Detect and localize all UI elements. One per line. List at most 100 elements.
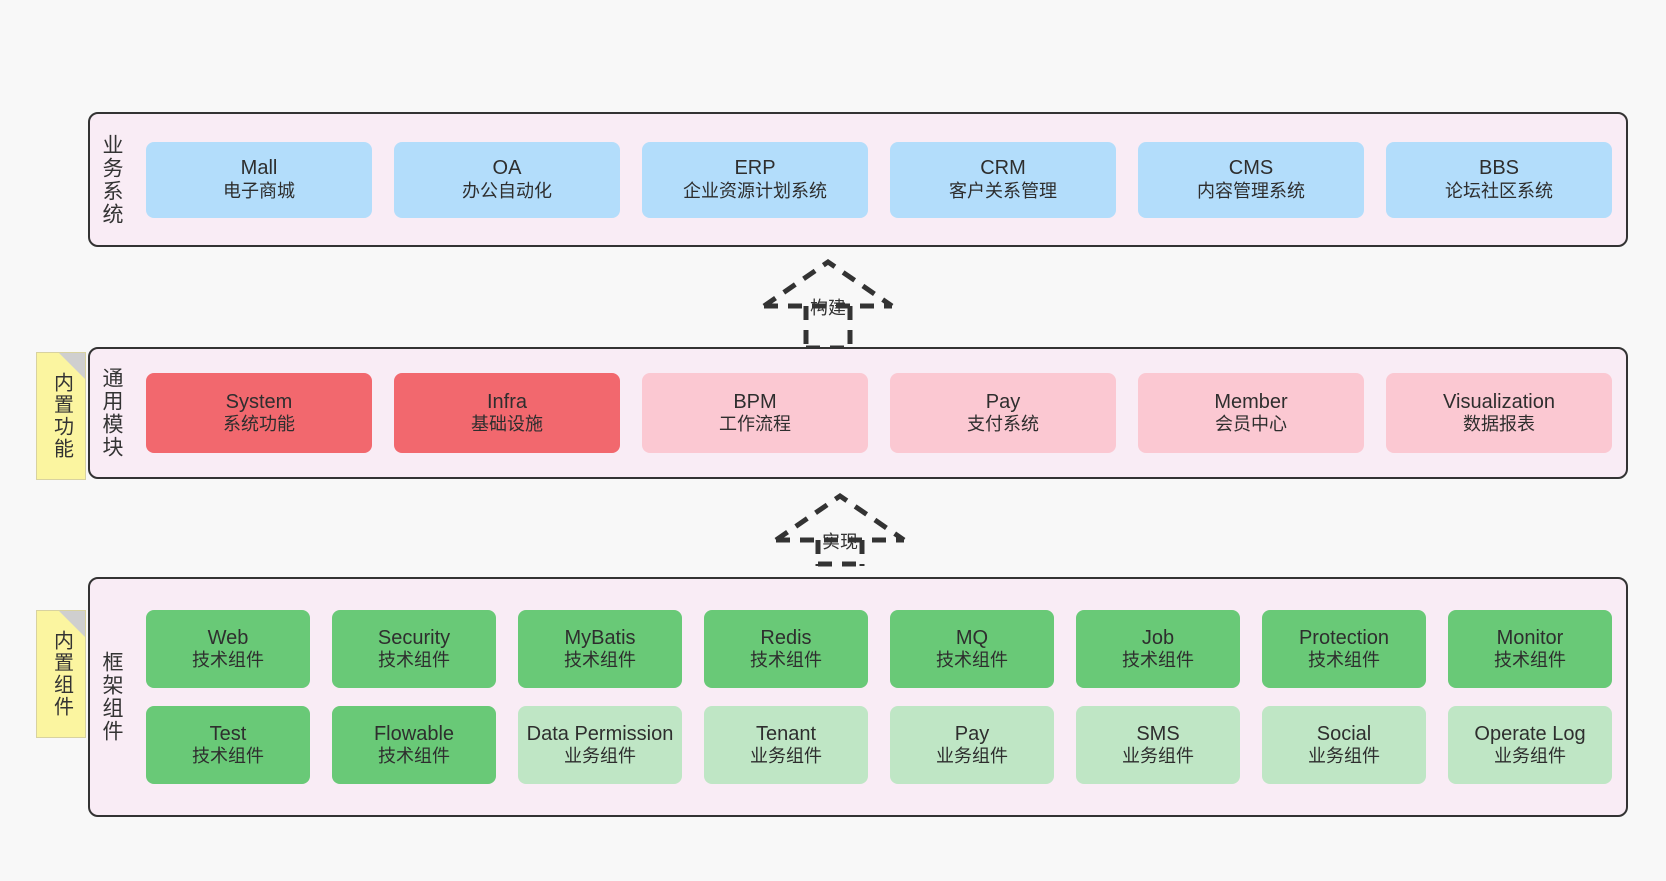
card-name: System <box>225 390 293 413</box>
card-name: BBS <box>1478 157 1520 180</box>
card-name: MyBatis <box>564 626 636 649</box>
card-name: Operate Log <box>1474 722 1586 745</box>
connector-implement-label: 实现 <box>822 532 858 552</box>
card-description: 技术组件 <box>192 746 264 767</box>
card-description: 业务组件 <box>564 746 636 767</box>
card-description: 基础设施 <box>471 414 543 435</box>
card-name: Tenant <box>755 722 817 745</box>
folded-corner-icon <box>59 353 85 379</box>
card-name: Mall <box>240 157 278 180</box>
card-name: Monitor <box>1496 626 1564 649</box>
card-description: 技术组件 <box>1308 650 1380 671</box>
sticky-note-framework-label: 内置组件 <box>50 630 73 718</box>
generalization-arrow-icon <box>762 258 894 351</box>
card-name: CRM <box>980 157 1026 180</box>
card-description: 办公自动化 <box>462 180 552 201</box>
card-description: 业务组件 <box>1122 746 1194 767</box>
card-name: Infra <box>486 390 528 413</box>
card-description: 电子商城 <box>223 180 295 201</box>
sticky-note-modules-label: 内置功能 <box>50 372 73 460</box>
card-name: ERP <box>734 157 776 180</box>
card-name: Test <box>209 722 247 745</box>
card-description: 会员中心 <box>1215 414 1287 435</box>
card-name: MQ <box>955 626 989 649</box>
card-name: Security <box>377 626 451 649</box>
card-description: 业务组件 <box>1308 746 1380 767</box>
card-description: 业务组件 <box>750 746 822 767</box>
card-name: OA <box>492 157 522 180</box>
card-description: 技术组件 <box>564 650 636 671</box>
card-description: 论坛社区系统 <box>1445 180 1553 201</box>
layer-framework-title: 框架组件 <box>100 651 124 743</box>
card-description: 业务组件 <box>936 746 1008 767</box>
card-name: Redis <box>760 626 812 649</box>
card-description: 技术组件 <box>378 746 450 767</box>
card-name: Visualization <box>1443 390 1555 413</box>
card-name: Pay <box>954 722 990 745</box>
card-description: 支付系统 <box>967 414 1039 435</box>
card-name: Web <box>207 626 249 649</box>
card-name: Data Permission <box>526 722 674 745</box>
card-description: 技术组件 <box>936 650 1008 671</box>
card-name: BPM <box>733 390 777 413</box>
card-description: 技术组件 <box>1494 650 1566 671</box>
folded-corner-icon <box>59 611 85 637</box>
card-description: 系统功能 <box>223 414 295 435</box>
card-name: Flowable <box>373 722 455 745</box>
layer-modules-title: 通用模块 <box>100 367 124 459</box>
card-description: 技术组件 <box>378 650 450 671</box>
card-description: 企业资源计划系统 <box>683 180 827 201</box>
connector-implement: 实现 <box>772 492 908 567</box>
card-name: Pay <box>985 390 1021 413</box>
card-description: 技术组件 <box>750 650 822 671</box>
connector-build: 构建 <box>760 258 896 351</box>
card-name: Protection <box>1298 626 1390 649</box>
card-name: CMS <box>1228 157 1274 180</box>
card-description: 技术组件 <box>1122 650 1194 671</box>
card-name: SMS <box>1136 722 1180 745</box>
sticky-note-builtin-components: 内置组件 <box>36 610 86 738</box>
card-description: 客户关系管理 <box>949 180 1057 201</box>
card-description: 工作流程 <box>719 414 791 435</box>
generalization-arrow-icon <box>774 492 906 567</box>
layer-business-title: 业务系统 <box>100 133 124 226</box>
card-description: 业务组件 <box>1494 746 1566 767</box>
sticky-note-builtin-features: 内置功能 <box>36 352 86 480</box>
